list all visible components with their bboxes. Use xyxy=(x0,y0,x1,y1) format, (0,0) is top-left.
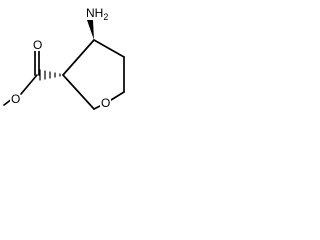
stereo-bonds xyxy=(39,20,94,81)
chemical-structure: NH2 O O O xyxy=(3,4,125,110)
amine-main-label: NH xyxy=(86,6,103,20)
bond-c2-c3 xyxy=(62,74,95,110)
carbonyl-oxygen-label: O xyxy=(33,38,42,52)
bond-ring-oxygen-c2 xyxy=(93,105,101,110)
bond-carbonyl-carbon-to-ester-oxygen xyxy=(20,74,38,95)
wedge-bond-c4-amine xyxy=(87,20,94,40)
amine-label: NH2 xyxy=(86,6,108,22)
ester-oxygen-label: O xyxy=(11,92,20,106)
ring-oxygen-label-background xyxy=(100,95,111,109)
carbonyl-oxygen-label-background xyxy=(32,37,42,51)
ring-oxygen-label: O xyxy=(101,96,110,110)
amine-label-background xyxy=(84,4,108,20)
bonds xyxy=(3,39,125,110)
bond-c6-ring-oxygen xyxy=(110,91,125,101)
ester-oxygen-label-background xyxy=(10,91,20,105)
bond-c3-c4 xyxy=(62,39,95,76)
bond-c4-c5 xyxy=(93,39,125,58)
atom-labels: NH2 O O O xyxy=(10,4,111,110)
amine-subscript-label: 2 xyxy=(103,12,108,22)
